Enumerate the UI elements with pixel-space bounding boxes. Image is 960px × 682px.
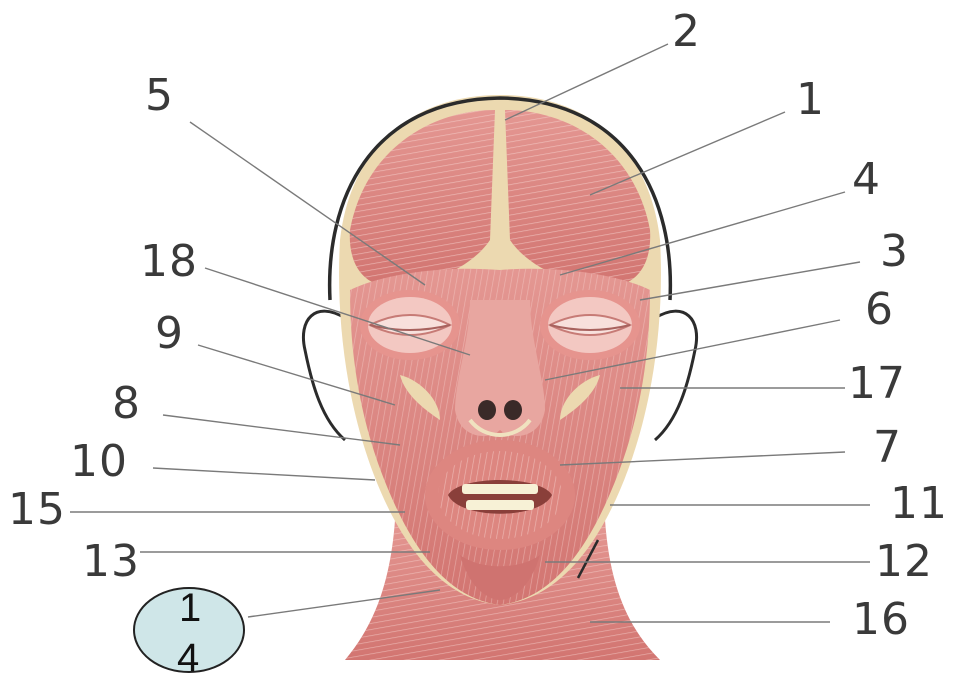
label-18: 18 xyxy=(140,240,198,284)
label-12: 12 xyxy=(875,540,933,584)
label-9: 9 xyxy=(155,312,184,356)
left-ear xyxy=(303,311,345,440)
label-11: 11 xyxy=(890,482,948,526)
label-17: 17 xyxy=(848,362,906,406)
right-ear xyxy=(655,311,697,440)
label-10: 10 xyxy=(70,440,128,484)
label-13: 13 xyxy=(82,540,140,584)
bubble-digit-bottom: 4 xyxy=(177,638,199,678)
teeth-top xyxy=(462,484,538,494)
label-4: 4 xyxy=(852,158,881,202)
label-16: 16 xyxy=(852,598,910,642)
label-1: 1 xyxy=(796,78,825,122)
nostril-right xyxy=(504,400,522,420)
label-5: 5 xyxy=(145,74,174,118)
label-3: 3 xyxy=(880,230,909,274)
teeth-bottom xyxy=(466,500,534,510)
label-7: 7 xyxy=(873,426,902,470)
label-15: 15 xyxy=(8,488,66,532)
label-6: 6 xyxy=(865,288,894,332)
label-8: 8 xyxy=(112,382,141,426)
nostril-left xyxy=(478,400,496,420)
label-2: 2 xyxy=(672,10,701,54)
bubble-digit-top: 1 xyxy=(179,588,201,628)
